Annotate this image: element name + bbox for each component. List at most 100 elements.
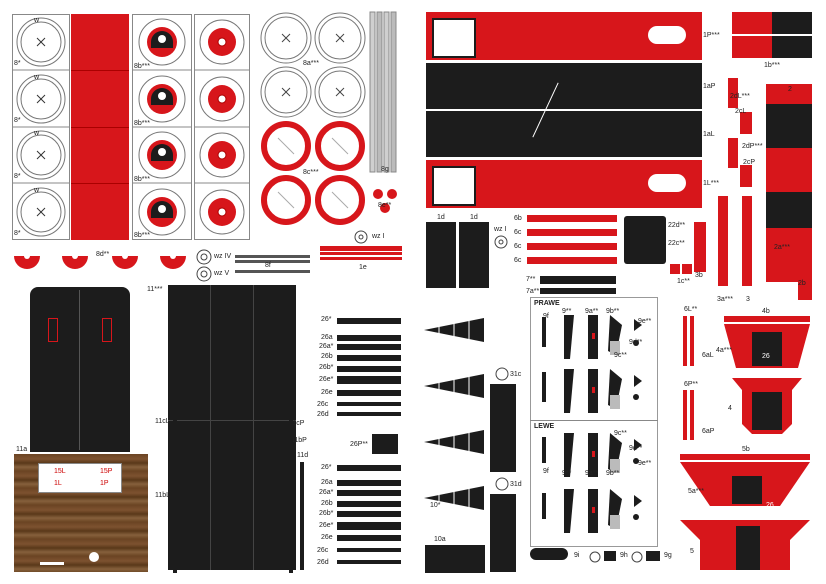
part-label: 3a***	[717, 296, 733, 303]
ladder-bar	[337, 376, 401, 384]
part-label: 6aP	[702, 428, 715, 435]
part-2	[766, 84, 812, 104]
ladder-bar	[337, 522, 401, 530]
part-label: 11cL	[155, 418, 170, 425]
fold-line	[253, 285, 254, 570]
curve-arrow-icon	[495, 477, 509, 491]
caps-8d	[14, 253, 186, 269]
bar-6b	[527, 215, 617, 222]
part-label: 7**	[526, 276, 536, 283]
part-label: 8b***	[134, 63, 150, 70]
part-label: 1c**	[677, 278, 690, 285]
ladder-bar	[337, 560, 401, 564]
part-label: 26e	[321, 534, 333, 541]
part-label: 2cP	[743, 159, 756, 166]
part-label: 26a*	[319, 489, 334, 496]
part-label: 9c**	[614, 430, 627, 437]
part-22	[624, 216, 666, 264]
part-label: 5a***	[688, 488, 704, 495]
part-label: 26a	[321, 334, 333, 341]
part-label: wz V	[214, 270, 230, 277]
wheel-w-label: w	[34, 17, 40, 24]
part-label: 9a**	[585, 308, 599, 315]
cones-10	[424, 318, 484, 510]
curve-arrow-icon	[495, 367, 509, 381]
strip-6P	[690, 390, 694, 440]
fold-line	[210, 285, 211, 570]
part-label: 26e*	[319, 376, 334, 383]
part-label: 8e**	[378, 202, 392, 209]
part-label: 26e	[321, 389, 333, 396]
part-2-mid	[766, 148, 812, 192]
part-label: wz I	[372, 233, 385, 240]
part-label: 6L**	[684, 306, 698, 313]
bar-1e	[320, 252, 402, 255]
side-panel-1aL	[426, 111, 702, 157]
part-label: 11bL	[155, 492, 171, 499]
fold-line	[71, 183, 129, 184]
bar-5b	[680, 454, 810, 460]
bar-6c	[527, 243, 617, 250]
part-label: 9e**	[638, 460, 652, 467]
part-label: 26d	[317, 559, 329, 566]
part-label: 6aL	[702, 352, 714, 359]
part-9g	[646, 551, 660, 561]
part-10a	[425, 545, 485, 573]
part-label: 8g	[381, 166, 389, 173]
strip-11c	[173, 408, 177, 573]
curve-arrow-icon	[589, 551, 601, 563]
part-label: 1L	[54, 480, 62, 487]
panel-title: LEWE	[534, 423, 555, 430]
part-label: 5b	[742, 446, 750, 453]
part-label: 8d**	[96, 251, 110, 258]
ladder-bar	[337, 501, 401, 507]
strip-11d	[300, 462, 304, 570]
part-label: 26a	[321, 479, 333, 486]
part-label: 1b***	[764, 62, 780, 69]
part-label: wz IV	[214, 253, 232, 260]
part-label: 2a***	[774, 244, 790, 251]
part-label: 6c	[514, 229, 522, 236]
part-label: 22d**	[668, 222, 686, 229]
ladder-bar	[337, 490, 401, 496]
bar-1e	[320, 246, 402, 251]
part-label: 2b	[798, 280, 806, 287]
part-4	[732, 378, 802, 434]
side-panel-1aP	[426, 63, 702, 109]
part-label: 8f	[265, 262, 271, 269]
cab-body-11a	[30, 287, 130, 452]
part-label: 26*	[321, 464, 332, 471]
part-label: 1L***	[703, 180, 719, 187]
part-label: 1aL	[703, 131, 715, 138]
part-label: 9d**	[629, 339, 643, 346]
rod-8f	[235, 255, 310, 258]
part-label: 11cP	[289, 420, 305, 427]
part-2b	[798, 282, 812, 300]
dots-8e	[373, 189, 397, 213]
bar-7a	[540, 288, 616, 294]
part-label: 9b**	[606, 308, 620, 315]
cab-window	[432, 18, 476, 58]
part-label: 9**	[562, 470, 572, 477]
fold-line	[79, 290, 80, 450]
part-label: 15P	[100, 468, 113, 475]
part-label: 1P***	[703, 32, 720, 39]
bar-7	[540, 276, 616, 284]
part-label: 4b	[762, 308, 770, 315]
part-label: 2dL***	[730, 93, 750, 100]
rings-8c	[261, 121, 365, 225]
part-label: 26b	[321, 500, 333, 507]
grid-1b	[732, 12, 812, 58]
part-label: 22c**	[668, 240, 685, 247]
part-label: 26	[762, 353, 770, 360]
part-label: 26b*	[319, 510, 334, 517]
hole	[89, 552, 99, 562]
part-5	[680, 520, 810, 570]
part-31c	[490, 384, 516, 472]
part-label: 11bP	[291, 437, 307, 444]
part-label: 9f	[543, 468, 549, 475]
ladder-bar	[337, 318, 401, 324]
part-label: 26*	[321, 316, 332, 323]
part-3a	[718, 196, 728, 286]
oval-window	[648, 26, 686, 44]
